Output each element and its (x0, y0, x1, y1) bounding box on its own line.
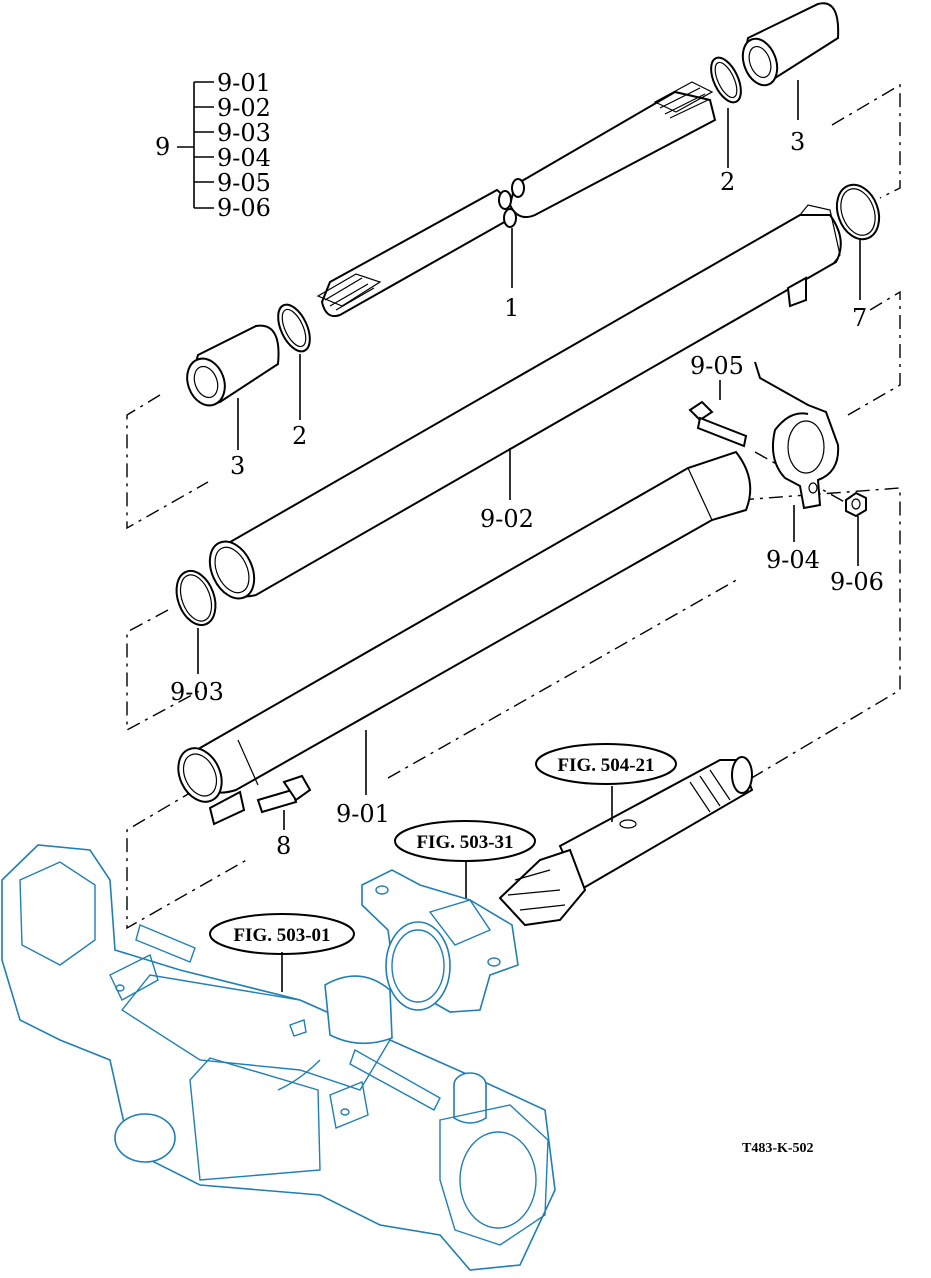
splined-shaft: 1 (316, 81, 717, 322)
callout-part-2-bottom: 2 (292, 422, 307, 450)
outer-tube: 9-02 (208, 204, 842, 600)
o-ring: 7 (835, 183, 881, 332)
callout-part-9-05: 9-05 (690, 352, 744, 380)
assembly-sub-item: 9-05 (217, 169, 271, 197)
drawing-code: T483-K-502 (742, 1141, 814, 1156)
figure-reference-503-31[interactable]: FIG. 503-31 (394, 820, 536, 862)
tube-clamp: 9-04 (754, 361, 840, 574)
callout-part-7: 7 (852, 304, 867, 332)
snap-ring-top: 2 (710, 56, 742, 196)
callout-part-9-06: 9-06 (830, 568, 884, 596)
figure-reference-label: FIG. 503-31 (416, 832, 513, 853)
callout-part-2-top: 2 (720, 168, 735, 196)
assembly-sub-item: 9-06 (217, 194, 271, 222)
callout-part-3-bottom: 3 (230, 452, 245, 480)
hex-nut: 9-06 (830, 491, 884, 596)
figure-reference-503-01[interactable]: FIG. 503-01 (209, 913, 355, 955)
mounting-bolt: 8 (256, 774, 312, 860)
callout-part-9-03: 9-03 (170, 678, 224, 706)
retaining-ring: 9-03 (170, 569, 224, 706)
assembly-sub-item: 9-02 (217, 94, 271, 122)
figure-reference-504-21[interactable]: FIG. 504-21 (535, 743, 677, 785)
coupling-sleeve-top: 3 (741, 2, 840, 156)
assembly-sub-item: 9-04 (217, 144, 271, 172)
bearing-carrier (361, 860, 519, 1013)
callout-part-9-01: 9-01 (336, 800, 390, 828)
inner-tube: 9-01 (177, 450, 752, 828)
assembly-index: 9 9-01 9-02 9-03 9-04 9-05 9-06 (155, 69, 271, 222)
assembly-sub-item: 9-03 (217, 119, 271, 147)
coupling-sleeve-bottom: 3 (186, 324, 280, 480)
figure-reference-label: FIG. 503-01 (233, 925, 330, 946)
axle-housing (1, 844, 556, 1271)
callout-part-3-top: 3 (790, 128, 805, 156)
assembly-group-label: 9 (155, 133, 170, 161)
callout-part-8: 8 (276, 832, 291, 860)
figure-reference-label: FIG. 504-21 (557, 755, 654, 776)
callout-part-9-02: 9-02 (480, 505, 534, 533)
callout-part-1: 1 (504, 294, 519, 322)
callout-part-9-04: 9-04 (766, 546, 820, 574)
pinion-shaft (498, 756, 754, 927)
snap-ring-bottom: 2 (277, 303, 311, 450)
assembly-sub-item: 9-01 (217, 69, 271, 97)
clamp-bolt: 9-05 (688, 352, 748, 448)
